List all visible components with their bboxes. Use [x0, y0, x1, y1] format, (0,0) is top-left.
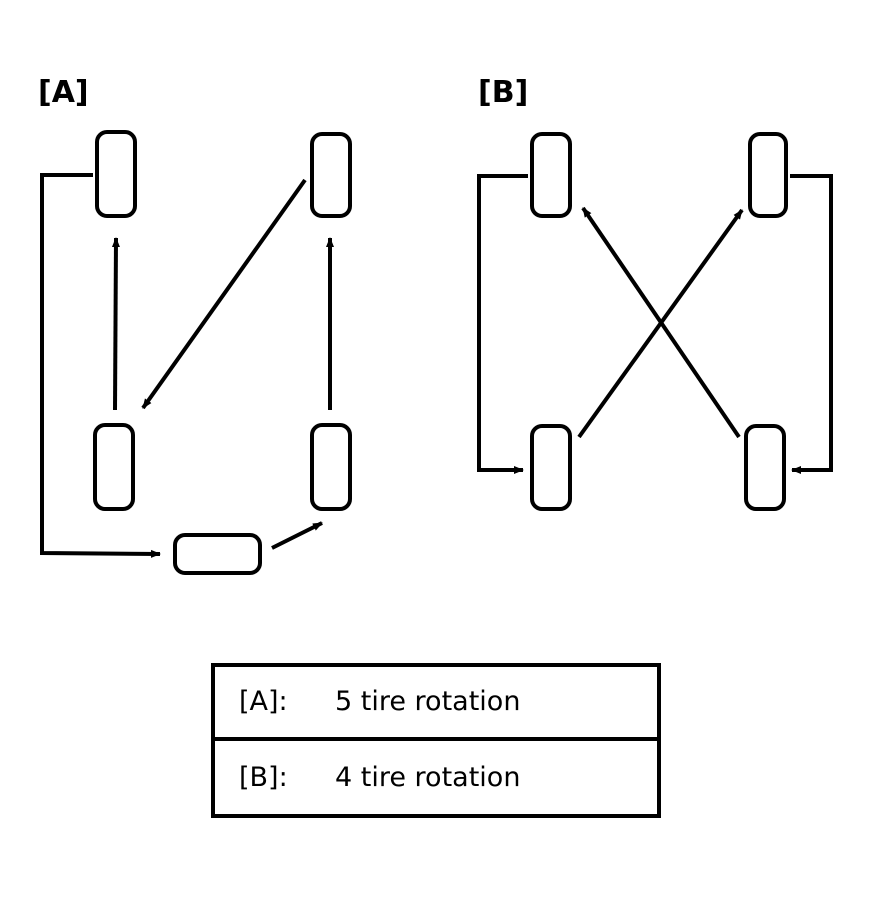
- panel-b-label: [B]: [478, 75, 528, 110]
- panel-b-tire-rear-left: [530, 424, 572, 511]
- panel-b-tire-front-right: [748, 132, 788, 218]
- legend-text-a: 5 tire rotation: [335, 686, 521, 718]
- panel-b: [B]: [477, 75, 833, 511]
- panel-a-arrow-spare-to-rear-right: [271, 521, 323, 550]
- legend-text-b: 4 tire rotation: [335, 761, 521, 793]
- panel-b-arrow-front-right-to-rear-right: [790, 174, 833, 474]
- panel-a-arrow-rear-left-to-front-left: [111, 237, 120, 411]
- panel-a: [A]: [38, 75, 352, 575]
- panel-a-tire-rear-left: [93, 423, 135, 511]
- panel-a-tire-front-left: [95, 130, 137, 218]
- panel-a-tire-rear-right: [310, 423, 352, 511]
- panel-b-tire-front-left: [530, 132, 572, 218]
- panel-b-arrow-rear-left-to-front-right: [577, 208, 744, 439]
- panel-a-tire-front-right: [310, 132, 352, 218]
- panel-b-tire-rear-right: [744, 424, 786, 511]
- panel-a-arrow-front-left-to-spare: [40, 173, 161, 558]
- panel-a-tire-spare: [173, 533, 262, 575]
- panel-b-arrow-front-left-to-rear-left: [477, 174, 528, 474]
- legend-table: [A]: 5 tire rotation [B]: 4 tire rotatio…: [211, 663, 661, 818]
- legend-key-b: [B]:: [239, 761, 288, 793]
- legend-row-a: [A]: 5 tire rotation: [215, 667, 657, 741]
- legend-row-b: [B]: 4 tire rotation: [215, 741, 657, 815]
- legend-key-a: [A]:: [239, 686, 288, 718]
- panel-a-label: [A]: [38, 75, 89, 110]
- panel-a-arrow-front-right-to-rear-left: [141, 178, 307, 410]
